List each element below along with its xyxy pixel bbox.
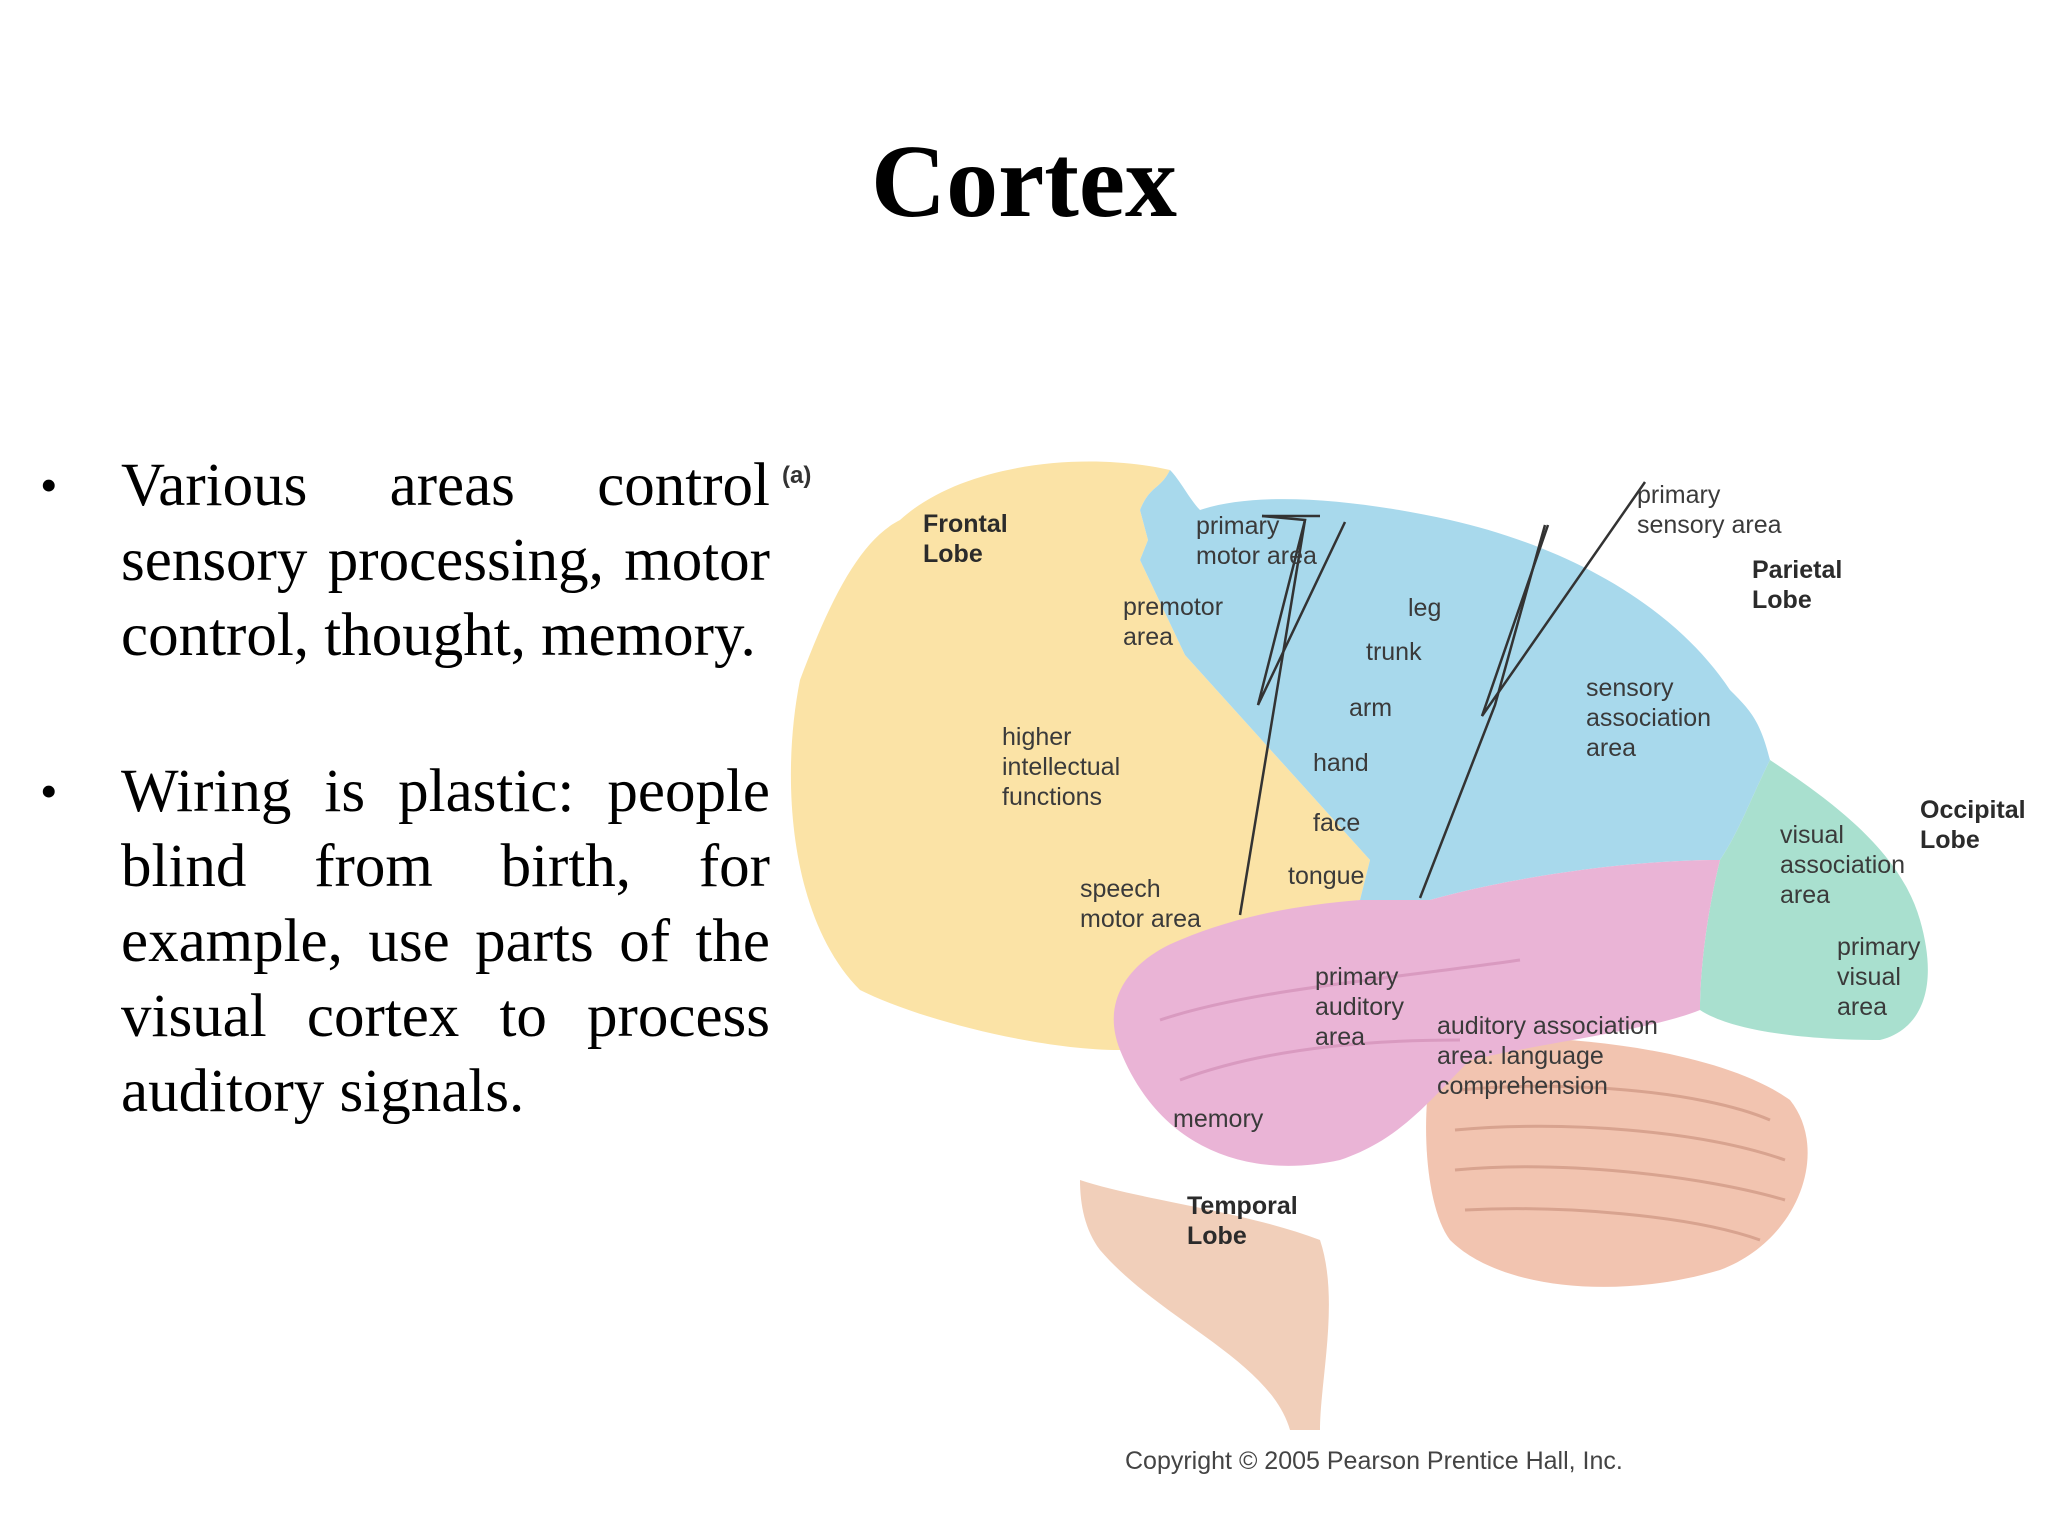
parietal-lobe-label: Parietal Lobe <box>1752 556 1849 614</box>
auditory-association-area-label: auditory association area: language comp… <box>1437 1012 1665 1100</box>
leg-label: leg <box>1408 594 1441 622</box>
temporal-lobe-label: Temporal Lobe <box>1187 1192 1305 1250</box>
frontal-lobe-label: Frontal Lobe <box>923 510 1015 568</box>
cerebellum-shape <box>1426 1037 1808 1287</box>
occipital-lobe-shape <box>1700 760 1928 1040</box>
occipital-lobe-label: Occipital Lobe <box>1920 796 2033 854</box>
bullet-item: • Wiring is plastic: people blind from b… <box>40 754 770 1129</box>
temporal-lobe-shape <box>1113 860 1720 1166</box>
bullet-text: Wiring is plastic: people blind from bir… <box>121 758 770 1125</box>
cerebellum-folds <box>1454 1084 1786 1242</box>
bullet-list: • Various areas control sensory processi… <box>40 448 770 1210</box>
brainstem-shape <box>1080 1180 1329 1430</box>
arm-label: arm <box>1349 694 1392 722</box>
temporal-folds <box>1159 958 1521 1082</box>
tongue-label: tongue <box>1288 862 1364 890</box>
primary-visual-area-label: primary visual area <box>1837 933 1927 1021</box>
primary-auditory-area-label: primary auditory area <box>1315 963 1411 1051</box>
face-label: face <box>1313 809 1360 837</box>
bullet-icon: • <box>40 763 58 819</box>
primary-motor-area-label: primary motor area <box>1196 512 1317 570</box>
hand-label: hand <box>1313 749 1369 777</box>
trunk-label: trunk <box>1366 638 1422 666</box>
memory-label: memory <box>1173 1105 1264 1133</box>
premotor-area-label: premotor area <box>1123 593 1230 651</box>
speech-motor-area-label: speech motor area <box>1080 875 1201 933</box>
bullet-text: Various areas control sensory processing… <box>121 452 770 669</box>
panel-letter: (a) <box>782 462 812 489</box>
slide-title: Cortex <box>870 124 1178 239</box>
frontal-lobe-shape <box>790 461 1370 1050</box>
parietal-lobe-shape <box>1140 470 1770 900</box>
bullet-item: • Various areas control sensory processi… <box>40 448 770 673</box>
visual-association-area-label: visual association area <box>1780 821 1912 909</box>
sensory-association-area-label: sensory association area <box>1586 674 1718 762</box>
copyright-text: Copyright © 2005 Pearson Prentice Hall, … <box>1125 1447 1623 1475</box>
higher-intellectual-label: higher intellectual functions <box>1002 723 1127 811</box>
pointer-lines <box>1238 481 1647 916</box>
primary-sensory-area-label: primary sensory area <box>1637 481 1782 539</box>
bullet-icon: • <box>40 457 58 513</box>
